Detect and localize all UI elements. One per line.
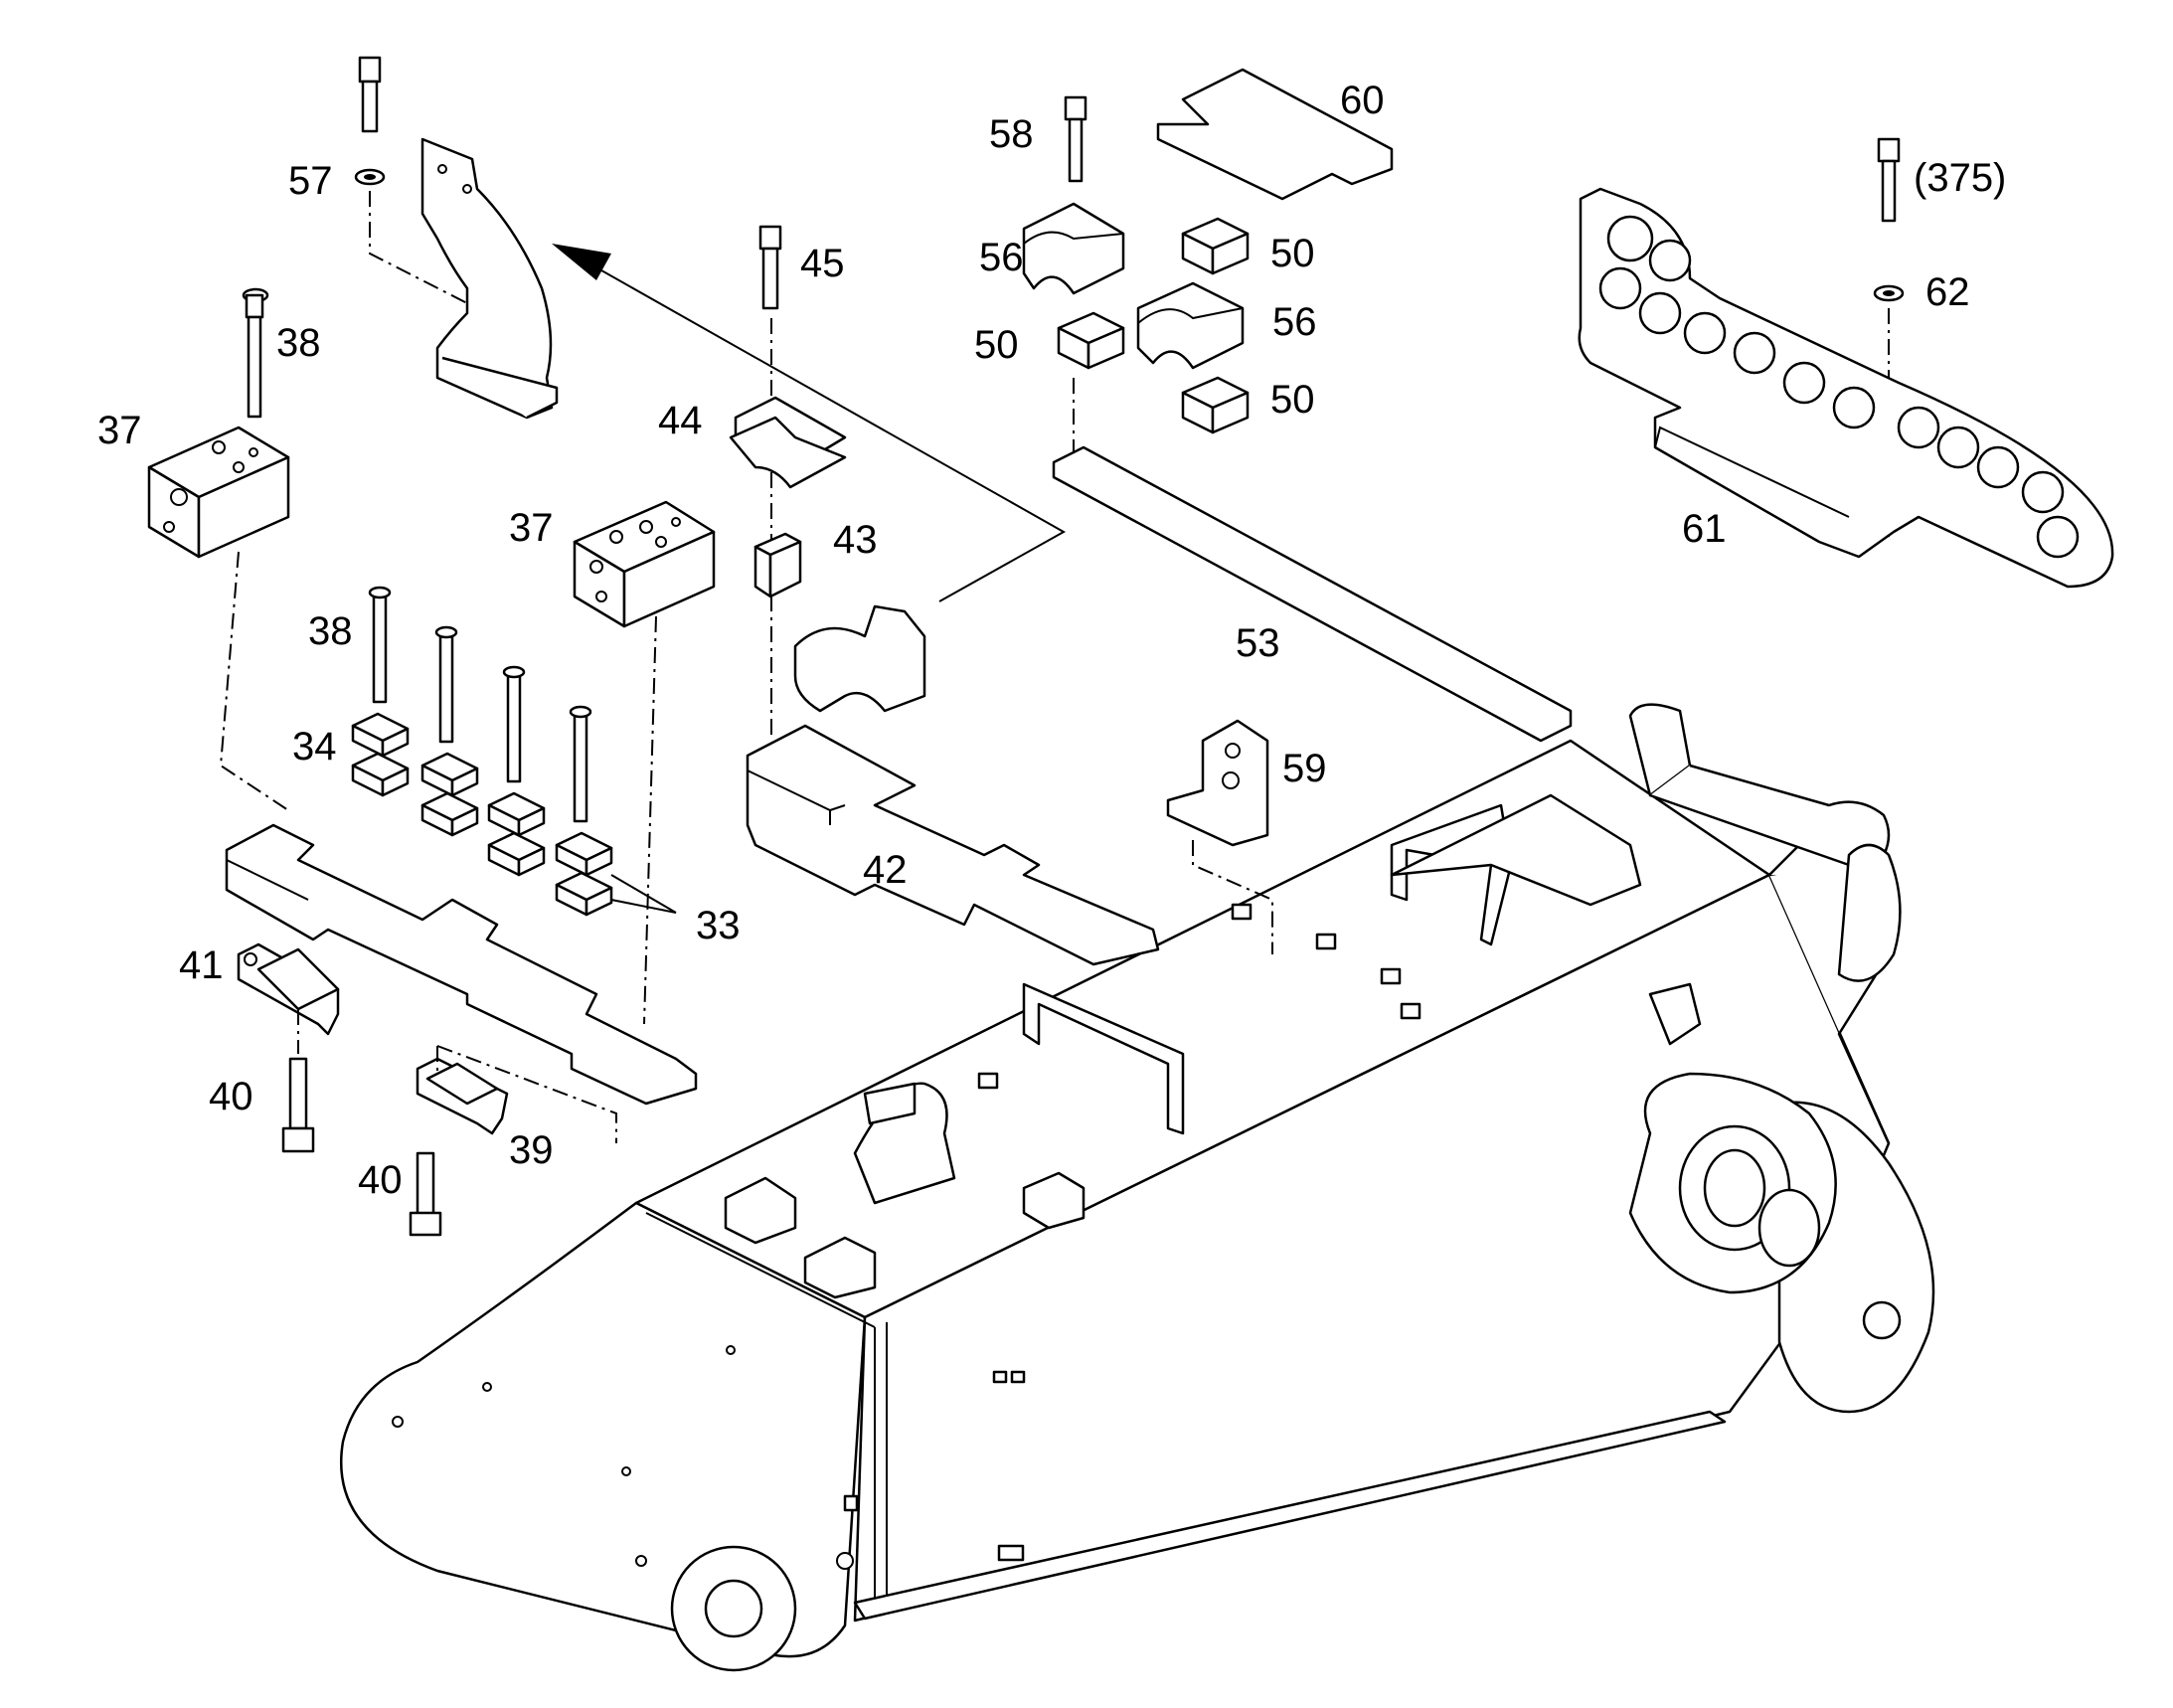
label-40-bottom: 40: [358, 1158, 403, 1202]
label-40-left: 40: [209, 1075, 253, 1118]
label-59: 59: [1282, 747, 1327, 790]
part-45-bolt: [758, 225, 782, 736]
label-61: 61: [1682, 507, 1727, 551]
part-56-clamp-lower: [1073, 281, 1245, 452]
label-43: 43: [833, 518, 878, 562]
part-42-mount-plate: [746, 724, 1160, 966]
hinge-bracket-42: [793, 604, 926, 713]
part-50-blocks: [1057, 217, 1250, 434]
part-41-bracket: [237, 942, 340, 1054]
part-44-clamp: [729, 396, 847, 489]
label-38-top: 38: [276, 321, 321, 365]
label-53: 53: [1236, 621, 1280, 665]
part-43-block: [753, 532, 802, 598]
label-58: 58: [989, 112, 1034, 156]
part-40-bolt-a: [281, 1057, 315, 1153]
leader-arrow: [552, 244, 1067, 602]
part-375-bolt: [1877, 137, 1901, 223]
part-37-valve-block-left: [147, 426, 290, 811]
part-34-33-clamps: [351, 712, 677, 917]
left-mount-plate: [225, 823, 698, 1106]
label-50-upper: 50: [1270, 232, 1315, 275]
part-38-bolt-left: [242, 287, 269, 419]
part-38-bolts-middle: [368, 586, 592, 823]
part-59-bracket: [1166, 719, 1273, 954]
label-56-upper: 56: [979, 236, 1024, 279]
boom-frame-body: [340, 703, 1935, 1672]
label-38-middle: 38: [308, 609, 353, 653]
label-34: 34: [292, 725, 337, 769]
part-56-clamp-upper: [1022, 202, 1125, 295]
arrow-bracket-top: [420, 137, 559, 420]
label-62: 62: [1925, 270, 1970, 314]
label-50-lower: 50: [1270, 378, 1315, 422]
label-39: 39: [509, 1128, 554, 1172]
label-42: 42: [863, 848, 908, 892]
label-56-lower: 56: [1272, 300, 1317, 344]
part-53-rail-bar: [1052, 445, 1573, 743]
part-60-plate: [1156, 68, 1394, 201]
part-40-bolt-b: [409, 1151, 442, 1237]
part-39-bracket: [416, 1045, 617, 1143]
label-45: 45: [800, 242, 845, 285]
part-37-valve-block-right: [573, 500, 716, 1025]
part-58-bolt: [1064, 95, 1087, 183]
label-57: 57: [288, 159, 333, 203]
label-44: 44: [658, 399, 703, 442]
label-41: 41: [179, 943, 224, 987]
label-60: 60: [1340, 79, 1385, 122]
label-375: (375): [1914, 156, 2006, 200]
label-37-right: 37: [509, 506, 554, 550]
label-50-middle: 50: [974, 323, 1019, 367]
part-57-bolt: [354, 56, 468, 304]
part-labels: 57 38 37 45 44 43 37 38 34 33 41 40 40 3…: [97, 79, 2006, 1202]
label-33: 33: [696, 904, 741, 947]
label-37-left: 37: [97, 409, 142, 452]
part-61-bracket-plate: [1578, 187, 2114, 589]
